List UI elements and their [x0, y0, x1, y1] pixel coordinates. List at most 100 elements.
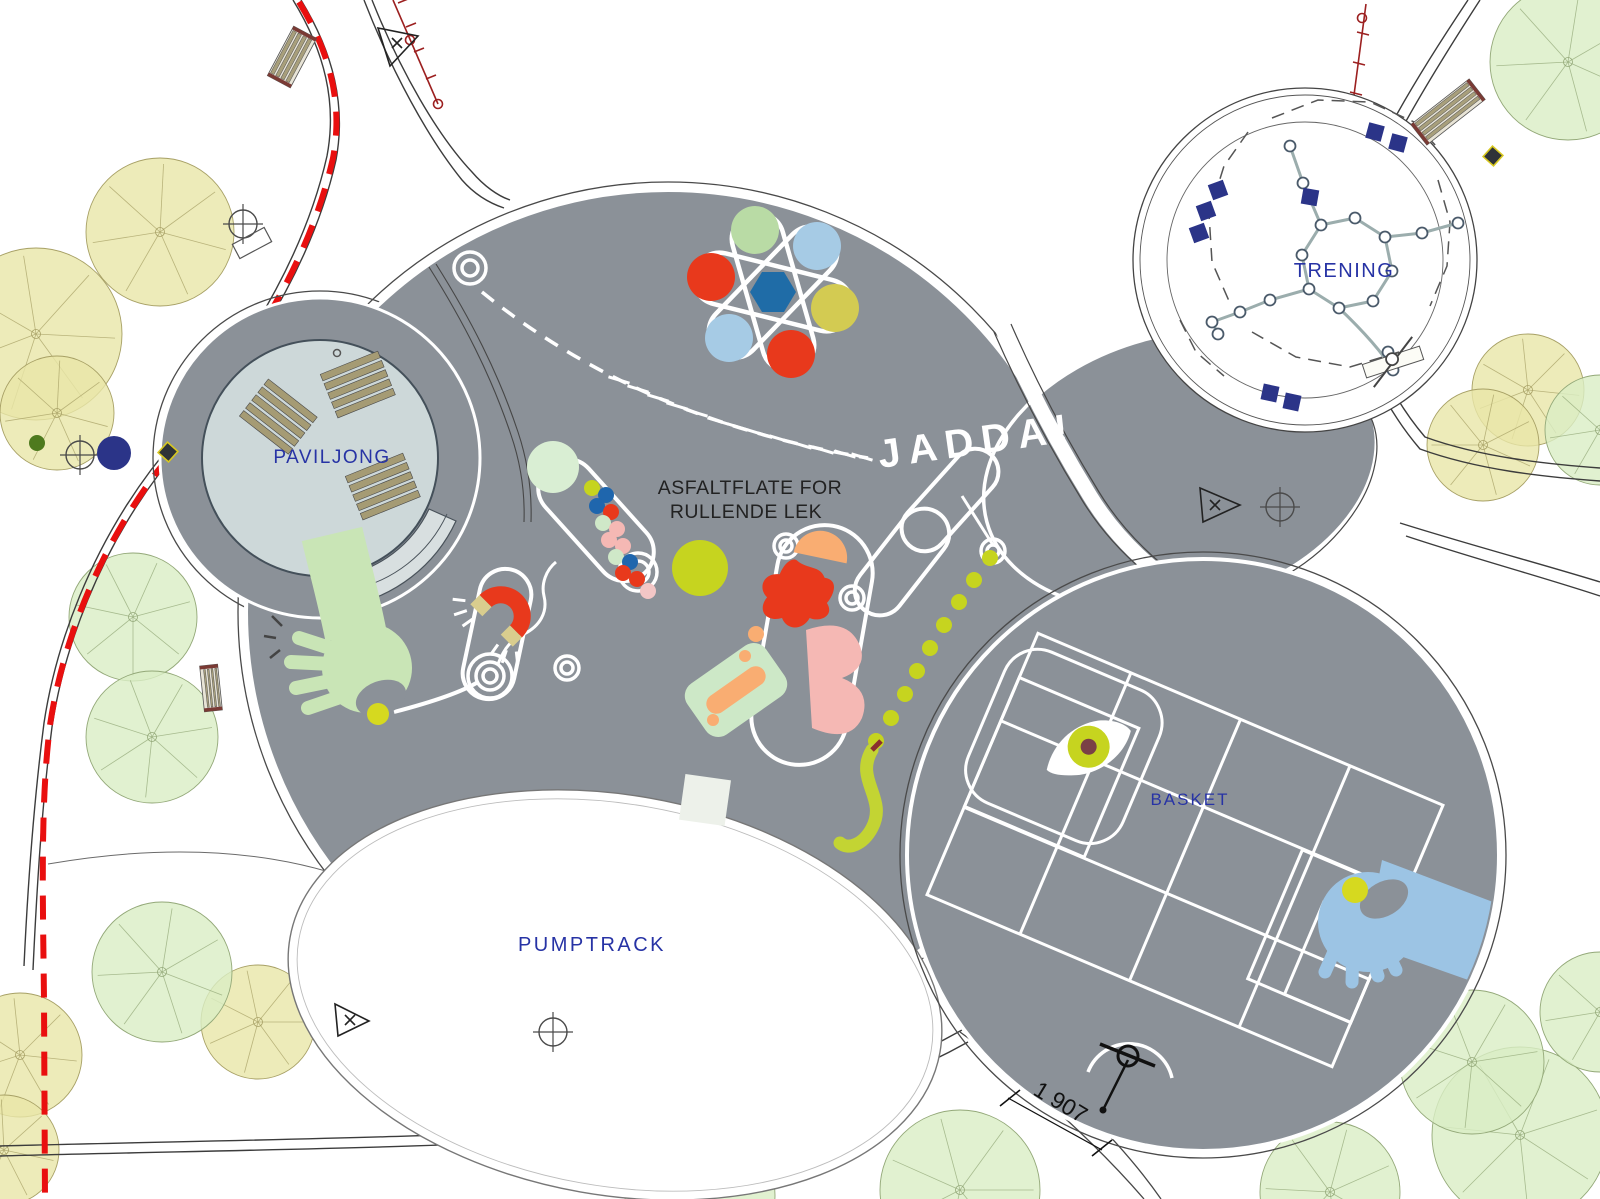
road-edge — [1405, 535, 1600, 597]
orange-dot — [748, 626, 764, 642]
bench-icon — [266, 25, 318, 89]
play-ball — [897, 686, 913, 702]
arc-tick — [686, 408, 708, 418]
target-icon — [474, 660, 506, 692]
markers — [29, 25, 1505, 1052]
tree-icon — [1426, 388, 1540, 502]
eye-icon — [1046, 720, 1131, 776]
play-ball — [601, 532, 617, 548]
arc-ticks — [608, 375, 873, 462]
green-point — [29, 435, 45, 451]
frame-node — [1295, 248, 1309, 262]
crosshair-icon — [223, 204, 263, 244]
equipment-marker — [1188, 222, 1210, 244]
equipment-marker — [1207, 179, 1229, 201]
dome-pad — [793, 530, 848, 564]
play-ball — [640, 583, 656, 599]
basket-court: 1 907 BASKET — [925, 631, 1495, 1157]
dark-diamond-marker — [156, 440, 180, 464]
equipment-marker — [1300, 187, 1320, 207]
survey-triangle-icon — [334, 26, 1242, 1038]
blue-point — [97, 436, 131, 470]
road-edge — [23, 0, 332, 967]
tree-icon — [68, 552, 198, 682]
equipment-marker — [1260, 383, 1280, 403]
tree-icon — [0, 1094, 60, 1199]
mint-pad — [684, 642, 788, 738]
red-route-dashed-line — [39, 0, 340, 1199]
target-icon — [559, 660, 575, 676]
play-ball — [883, 710, 899, 726]
target-icon — [778, 538, 794, 554]
picnic-table-icon — [319, 350, 396, 419]
tree-icon — [85, 157, 235, 307]
arc-tick — [790, 440, 812, 450]
crosshair-icon — [60, 435, 100, 475]
atom-core — [750, 272, 796, 312]
target-icon — [481, 667, 499, 685]
frame-node — [1314, 218, 1328, 232]
paviljong-area: PAVILJONG — [201, 339, 457, 607]
asphalt-label-line2: RULLENDE LEK — [670, 501, 822, 523]
play-ball — [603, 504, 619, 520]
frame-node — [1385, 264, 1399, 278]
arc-tick — [727, 422, 749, 432]
tree-icon — [0, 355, 115, 471]
pumptrack-area — [287, 789, 943, 1199]
basketball-hoop-icon — [1086, 1041, 1174, 1114]
paint-splat — [762, 559, 834, 628]
play-ball — [615, 565, 631, 581]
frame-node — [1366, 294, 1380, 308]
equipment-marker — [1282, 392, 1302, 412]
arc-tick — [834, 449, 856, 459]
pavilion-post — [332, 348, 342, 358]
trening-label: TRENING — [1294, 260, 1395, 282]
square-pad — [679, 774, 731, 826]
frame-node — [1332, 301, 1346, 315]
pink-bumps — [806, 625, 865, 735]
balance-beam-icon — [1361, 336, 1425, 388]
arc-tick — [851, 452, 873, 462]
play-ball — [1342, 877, 1368, 903]
picnic-tables — [238, 350, 421, 521]
arc-tick — [769, 434, 791, 444]
banana-icon — [833, 739, 883, 853]
equipment-marker — [1388, 133, 1408, 153]
target-icon — [553, 654, 581, 682]
atom-icon — [687, 206, 859, 378]
hand-ok-green-icon — [263, 526, 412, 725]
picnic-table-icon — [344, 452, 421, 521]
play-ball — [598, 487, 614, 503]
target-icon — [466, 652, 514, 700]
frame-node — [1348, 211, 1362, 225]
frame-node — [1233, 305, 1247, 319]
target-icon — [838, 584, 866, 612]
play-ball — [589, 498, 605, 514]
equipment-marker — [1365, 122, 1385, 142]
arc-tick — [627, 384, 649, 394]
benches — [199, 25, 1486, 713]
utility-box — [231, 226, 273, 260]
road-edge — [1399, 522, 1600, 583]
target-icon — [844, 590, 860, 606]
arc-tick — [666, 401, 688, 411]
frame-node — [1211, 327, 1225, 341]
play-ball — [609, 521, 625, 537]
picnic-table-icon — [238, 378, 318, 455]
play-ball — [936, 617, 952, 633]
lime-pad — [672, 540, 728, 596]
frame-nodes — [1205, 139, 1465, 377]
dashed-arc — [480, 290, 869, 460]
play-ball — [629, 571, 645, 587]
equipment-marker — [1195, 200, 1217, 222]
orange-dot — [739, 650, 751, 662]
target-icon — [460, 258, 480, 278]
magnet-icon — [452, 586, 531, 665]
frame-node — [1451, 216, 1465, 230]
play-ball — [951, 594, 967, 610]
bench-icon — [199, 663, 223, 713]
bench-icon — [1410, 78, 1486, 146]
frame-node — [1205, 315, 1219, 329]
frame-node — [1415, 226, 1429, 240]
